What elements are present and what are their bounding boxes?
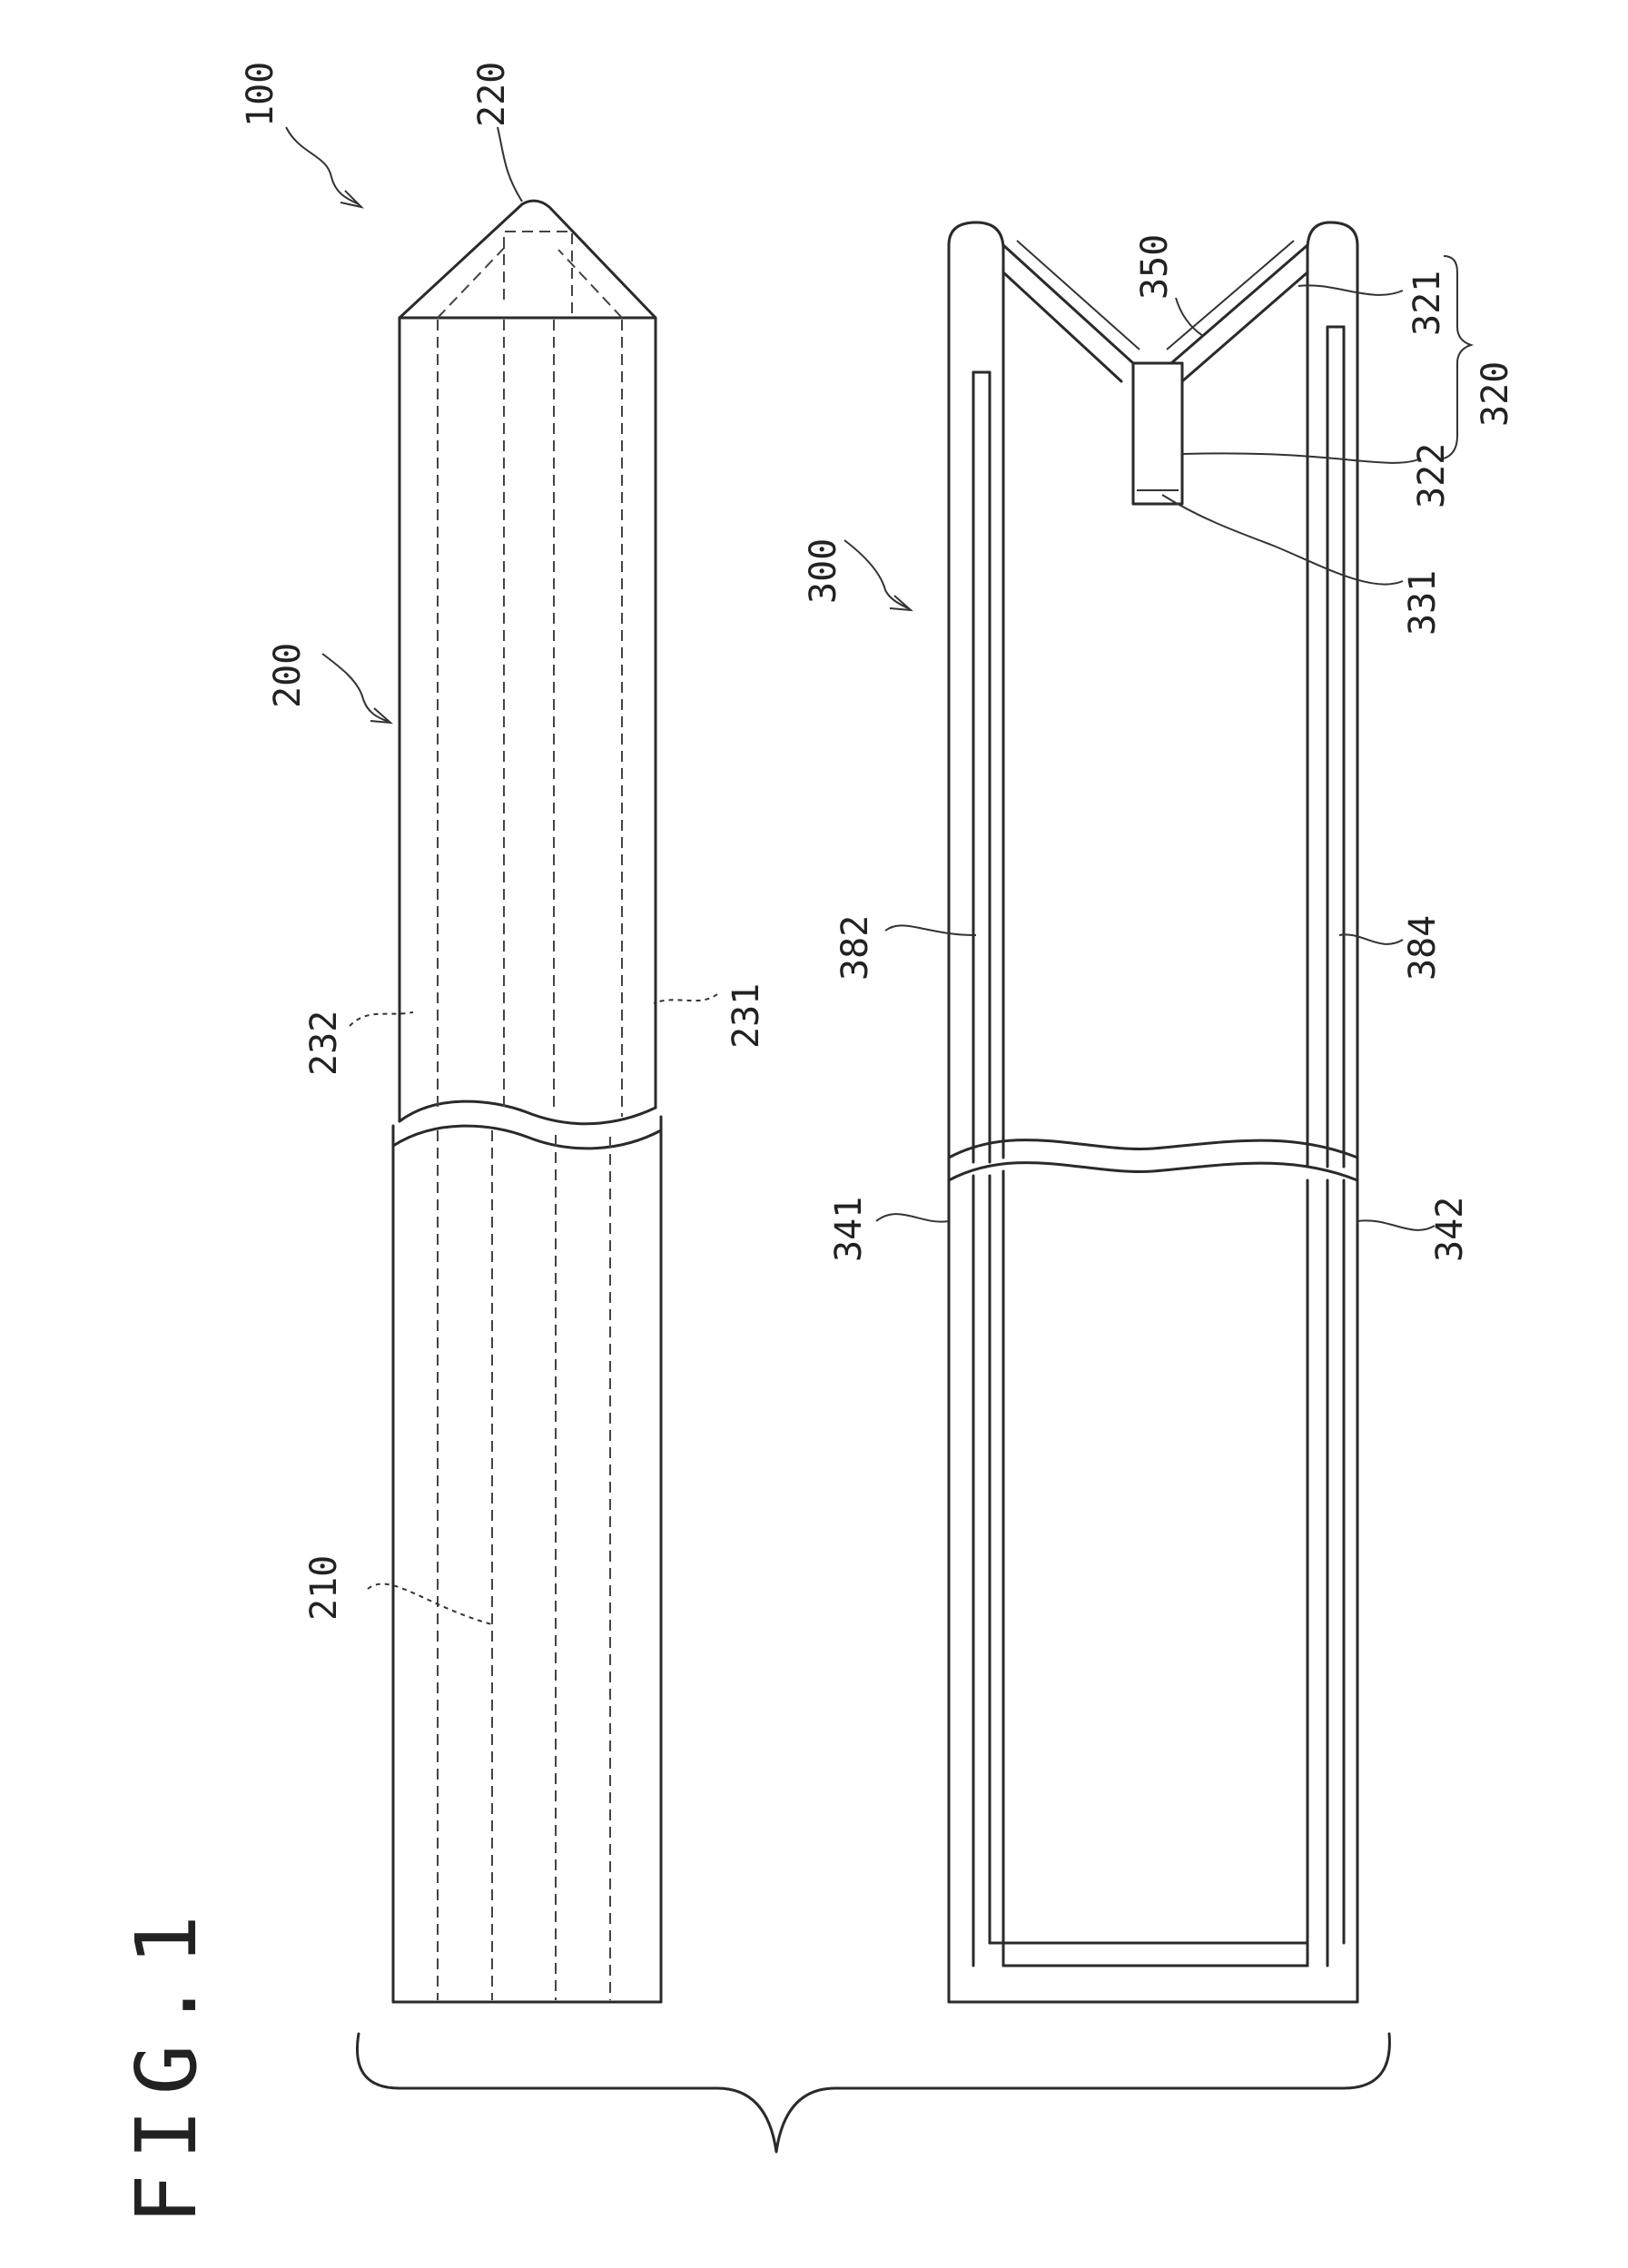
label-331: 331 [1402,570,1444,636]
component-200 [393,318,661,2002]
leader-lines [286,127,1471,1625]
label-232: 232 [303,1011,345,1076]
label-100: 100 [240,62,281,127]
label-231: 231 [725,983,767,1049]
label-350: 350 [1134,234,1176,300]
label-321: 321 [1406,271,1448,336]
label-341: 341 [828,1197,870,1262]
figure-title: FIG.1 [118,1900,215,2224]
label-220: 220 [471,62,513,127]
label-384: 384 [1402,915,1444,981]
reference-labels: 100 220 200 232 231 210 300 382 384 341 … [240,62,1516,1621]
tip-220 [400,201,656,318]
lumens-200 [438,243,622,2000]
label-200: 200 [267,643,309,708]
label-342: 342 [1429,1197,1471,1262]
label-210: 210 [303,1555,345,1621]
bracket [357,2034,1389,2152]
label-300: 300 [803,538,844,604]
label-322: 322 [1411,443,1453,508]
label-382: 382 [834,915,876,981]
label-320: 320 [1475,361,1516,427]
